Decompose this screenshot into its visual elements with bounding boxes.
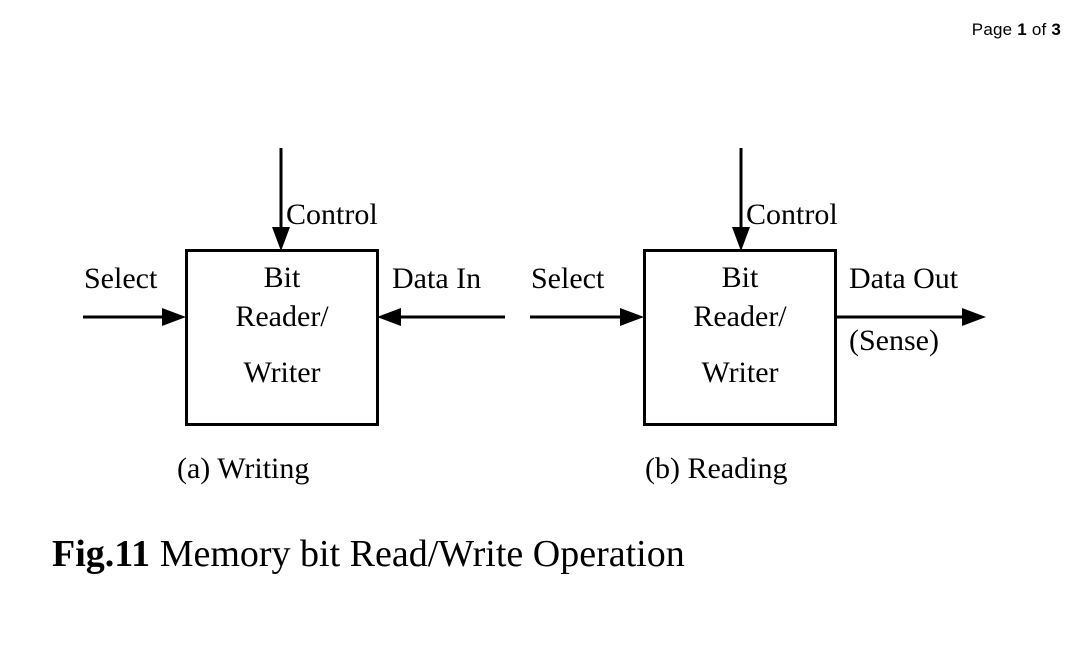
figure-caption-number: Fig.11 [52,533,151,575]
bit-reader-writer-box-reading: Bit Reader/ Writer [643,249,837,426]
port-label-control-reading: Control [746,198,838,231]
sub-caption-reading: (b) Reading [645,452,788,485]
sub-caption-writing: (a) Writing [177,452,310,485]
arrow-select-reading [530,308,644,326]
port-label-select-reading: Select [531,262,605,295]
arrow-data-in-writing [377,308,505,326]
page-header-prefix: Page [971,20,1013,39]
figure-caption-title: Memory bit Read/Write Operation [159,533,685,575]
port-label-select-writing: Select [84,262,158,295]
box-label-line2-writing: Reader/ [235,300,329,333]
port-label-sense-reading: (Sense) [849,324,939,357]
page-number-header: Page 1 of 3 [972,20,1061,40]
box-label-line3-writing: Writer [243,356,321,389]
page-header-separator: of [1031,20,1047,39]
box-label-line1-reading: Bit [721,261,759,294]
page-header-current: 1 [1017,20,1027,39]
arrow-select-writing [83,308,186,326]
box-label-line3-reading: Writer [701,356,779,389]
port-label-control-writing: Control [286,198,378,231]
port-label-data-out-reading: Data Out [849,262,959,295]
port-label-data-in-writing: Data In [392,262,482,295]
figure-caption: Fig.11 Memory bit Read/Write Operation [52,531,685,577]
box-label-line2-reading: Reader/ [693,300,787,333]
bit-reader-writer-box-writing: Bit Reader/ Writer [185,249,379,426]
box-label-line1-writing: Bit [263,261,301,294]
page-header-total: 3 [1051,20,1061,39]
